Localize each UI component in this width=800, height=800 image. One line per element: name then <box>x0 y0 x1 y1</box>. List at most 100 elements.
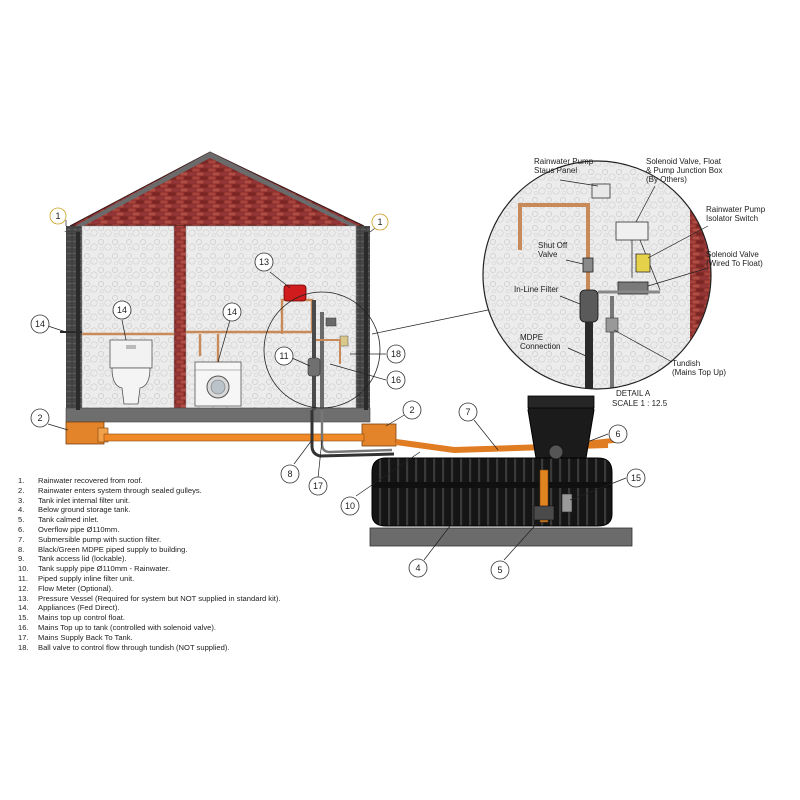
detail-a-view: Rainwater Pump Staus Panel Solenoid Valv… <box>371 157 767 408</box>
gulley-right <box>361 423 397 447</box>
leader-mdpe-connection <box>567 347 587 357</box>
legend-item: 15.Mains top up control float. <box>18 613 398 623</box>
inline-filter-unit <box>307 357 321 377</box>
svg-text:8: 8 <box>287 469 292 479</box>
leader-11 <box>291 357 311 367</box>
legend-item-text: Submersible pump with suction filter. <box>38 534 162 544</box>
leader-pump-status-panel <box>559 179 599 187</box>
legend-item-number: 5. <box>18 515 25 525</box>
detail-junction-box <box>615 221 649 241</box>
callout-16: 16 <box>386 370 406 390</box>
drain-pipe <box>103 433 365 442</box>
legend-item: 16.Mains Top up to tank (controlled with… <box>18 623 398 633</box>
partition-wall <box>174 226 186 410</box>
legend-item-text: Flow Meter (Optional). <box>38 583 114 593</box>
legend-item: 14.Appliances (Fed Direct). <box>18 603 398 613</box>
leader-2-left <box>47 423 69 431</box>
legend-item: 10.Tank supply pipe Ø110mm - Rainwater. <box>18 564 398 574</box>
washing-machine <box>194 361 242 407</box>
legend-item-text: Below ground storage tank. <box>38 505 131 515</box>
callout-2-left: 2 <box>30 408 50 428</box>
legend-item-text: Ball valve to control flow through tundi… <box>38 642 230 652</box>
pressure-vessel <box>283 284 307 302</box>
legend-item-text: Piped supply inline filter unit. <box>38 573 135 583</box>
downpipe-left <box>76 232 80 410</box>
callout-15: 15 <box>626 468 646 488</box>
label-isolator-switch: Rainwater Pump Isolator Switch <box>706 205 767 223</box>
svg-text:1: 1 <box>55 211 60 221</box>
legend-item-text: Pressure Vessel (Required for system but… <box>38 593 281 603</box>
legend-item-text: Mains Supply Back To Tank. <box>38 632 133 642</box>
detail-a-leader <box>371 309 489 335</box>
legend-item-text: Rainwater enters system through sealed g… <box>38 485 202 495</box>
callout-11: 11 <box>274 346 294 366</box>
legend-list: 1. Rainwater recovered from roof. 2. Rainwa… <box>18 476 398 652</box>
washing-machine-door-glass <box>210 379 226 395</box>
mains-return-pipe <box>320 410 393 454</box>
legend-item-number: 11. <box>18 573 28 583</box>
legend-item-text: Tank inlet internal filter unit. <box>38 495 131 505</box>
leader-16 <box>329 363 387 381</box>
legend-item-number: 1. <box>18 476 25 485</box>
isolator-switch-small <box>339 335 349 347</box>
svg-text:1: 1 <box>377 217 382 227</box>
callout-1-left: 1 <box>49 207 67 225</box>
house-copper-pipe <box>316 339 341 364</box>
callout-4: 4 <box>408 558 428 578</box>
legend-item-number: 9. <box>18 554 25 564</box>
legend-item-text: Mains top up control float. <box>38 613 125 623</box>
legend-item-text: Rainwater recovered from roof. <box>38 476 143 485</box>
legend-item: 2. Rainwater enters system through sealed… <box>18 486 398 496</box>
svg-text:10: 10 <box>345 501 355 511</box>
tank-shoulder <box>372 482 612 488</box>
roof-edge-left <box>64 152 210 232</box>
legend-item: 3.Tank inlet internal filter unit. <box>18 496 398 506</box>
leader-8 <box>293 439 313 465</box>
detail-copper-pipe-left <box>518 203 590 260</box>
detail-pump-status-panel <box>591 183 611 199</box>
leader-6 <box>581 433 609 445</box>
roof <box>69 151 365 227</box>
legend-item-number: 6. <box>18 524 25 534</box>
leader-shut-off-valve <box>565 259 584 265</box>
leader-junction-box <box>635 185 656 223</box>
detail-a-background <box>483 161 711 389</box>
legend-item: 12.Flow Meter (Optional). <box>18 584 398 594</box>
legend-item: 1. Rainwater recovered from roof. <box>18 476 398 486</box>
callout-leaders <box>47 220 627 561</box>
toilet-bowl <box>111 367 151 405</box>
label-shut-off-valve: Shut Off Valve <box>538 241 569 259</box>
legend-item-number: 2. <box>18 485 25 495</box>
junction-box-small <box>325 317 337 327</box>
legend-item: 11. Piped supply inline filter unit. <box>18 574 398 584</box>
pump-suction-filter <box>533 505 555 521</box>
house-plumbing <box>283 284 349 410</box>
svg-text:14: 14 <box>227 307 237 317</box>
leader-isolator-switch <box>647 225 709 259</box>
svg-text:11: 11 <box>279 351 288 361</box>
callout-10: 10 <box>340 496 360 516</box>
legend-item-text: Appliances (Fed Direct). <box>38 603 120 613</box>
detail-mdpe-pipe <box>585 322 593 389</box>
svg-text:16: 16 <box>391 375 401 385</box>
leader-5 <box>503 519 541 561</box>
legend-item-number: 18. <box>18 642 29 652</box>
svg-text:18: 18 <box>391 349 401 359</box>
svg-text:2: 2 <box>37 413 42 423</box>
detail-tundish <box>605 317 619 333</box>
detail-shut-off-valve <box>582 257 594 273</box>
detail-a-border <box>482 160 712 390</box>
leader-10 <box>355 451 421 497</box>
label-mdpe-connection: MDPE Connection <box>520 333 560 351</box>
house <box>64 151 371 423</box>
house-return-pipe <box>320 312 324 410</box>
leader-tundish <box>613 329 673 363</box>
leader-solenoid-valve <box>647 267 709 287</box>
tank-base-slab <box>369 527 633 547</box>
legend-item-number: 10. <box>18 564 29 574</box>
callout-7: 7 <box>458 402 478 422</box>
svg-text:2: 2 <box>409 405 414 415</box>
label-pump-status-panel: Rainwater Pump Staus Panel <box>534 157 595 175</box>
detail-a-scale: SCALE 1 : 12.5 <box>612 399 668 408</box>
